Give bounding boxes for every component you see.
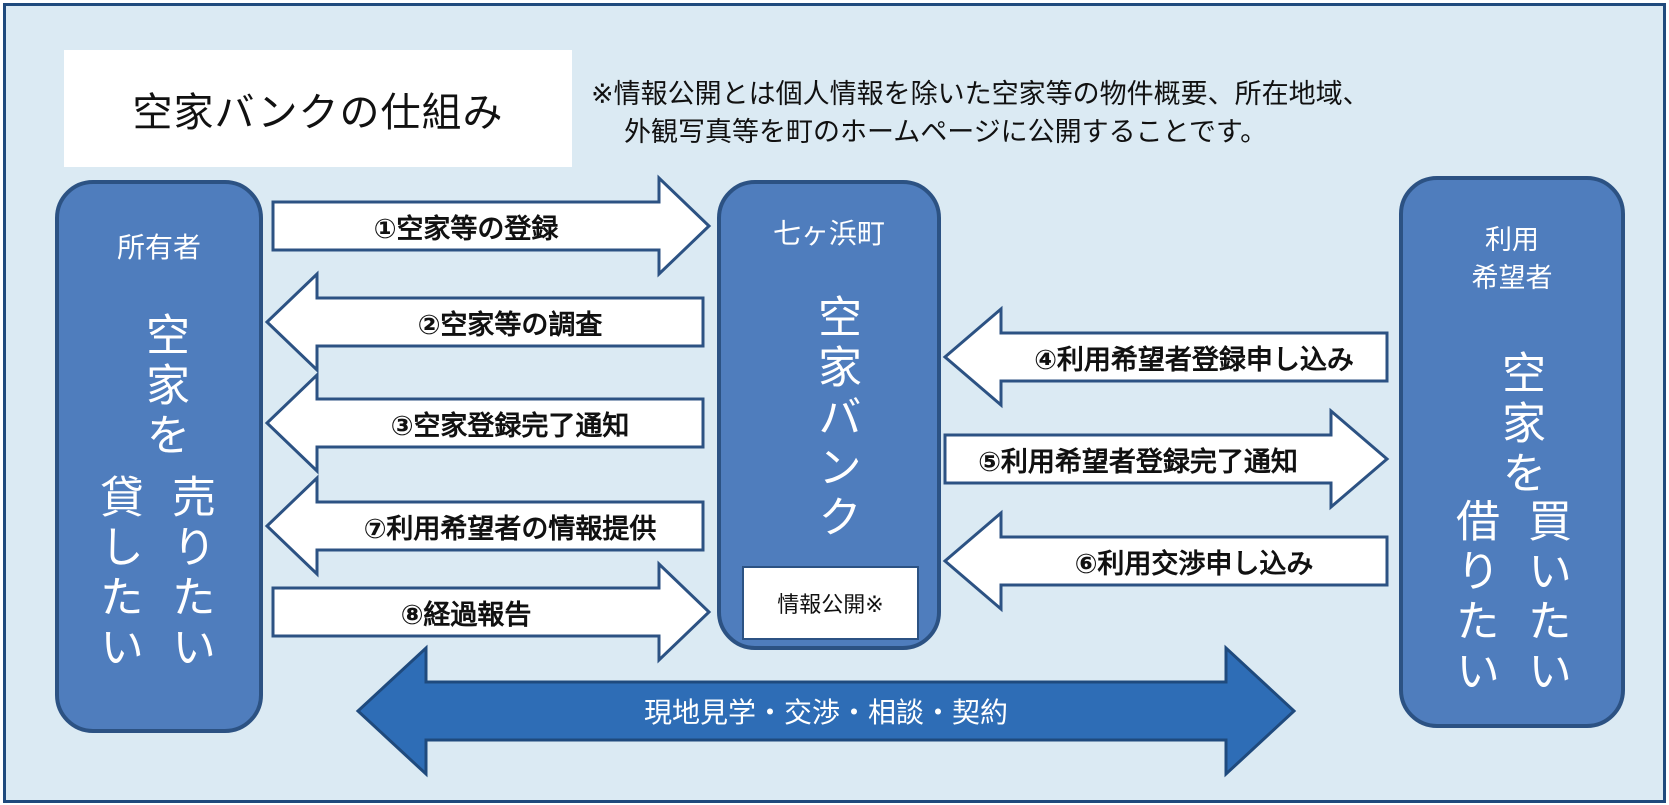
user-buy-text: 買いたい xyxy=(1520,498,1571,698)
disclosure-note: ※情報公開とは個人情報を除いた空家等の物件概要、所在地域、 外観写真等を町のホー… xyxy=(591,76,1370,152)
user-main-text: 空家を xyxy=(1494,350,1545,500)
arrow-left-shape-2 xyxy=(264,270,705,374)
user-label: 利用 希望者 xyxy=(1403,222,1621,298)
arrow-right-shape-5 xyxy=(943,407,1390,511)
step-7-arrow: ⑦利用希望者の情報提供 xyxy=(264,474,705,578)
arrow-left-shape-4 xyxy=(942,305,1389,409)
info-disclosure-box: 情報公開※ xyxy=(742,566,919,640)
step-1-label: ①空家等の登録 xyxy=(373,213,559,245)
diagram-canvas: 空家バンクの仕組み ※情報公開とは個人情報を除いた空家等の物件概要、所在地域、 … xyxy=(3,3,1666,803)
negotiation-double-arrow: 現地見学・交渉・相談・契約 xyxy=(355,644,1297,778)
arrow-left-shape-3 xyxy=(264,371,705,475)
town-label: 七ヶ浜町 xyxy=(772,217,885,250)
step-4-label: ④利用希望者登録申し込み xyxy=(1034,344,1354,376)
owner-sell-text: 売りたい xyxy=(164,474,215,674)
step-2-label: ②空家等の調査 xyxy=(417,309,603,341)
arrow-left-shape-6 xyxy=(942,509,1389,613)
diagram-title: 空家バンクの仕組み xyxy=(132,89,504,136)
user-column: 利用 希望者 空家を 買いたい 借りたい xyxy=(1399,176,1625,728)
arrow-left-shape-7 xyxy=(264,474,705,578)
owner-main-text: 空家を xyxy=(138,312,189,462)
note-line-1: ※情報公開とは個人情報を除いた空家等の物件概要、所在地域、 xyxy=(591,79,1370,110)
step-3-label: ③空家登録完了通知 xyxy=(390,410,630,442)
step-6-label: ⑥利用交渉申し込み xyxy=(1074,548,1314,580)
step-3-arrow: ③空家登録完了通知 xyxy=(264,371,705,475)
owner-column: 所有者 空家を 売りたい 貸したい xyxy=(55,180,263,733)
step-6-arrow: ⑥利用交渉申し込み xyxy=(942,509,1389,613)
owner-label: 所有者 xyxy=(116,231,201,264)
step-8-label: ⑧経過報告 xyxy=(400,599,532,631)
step-2-arrow: ②空家等の調査 xyxy=(264,270,705,374)
double-arrow-shape xyxy=(355,644,1297,778)
bank-main-text: 空家バンク xyxy=(810,294,861,544)
step-4-arrow: ④利用希望者登録申し込み xyxy=(942,305,1389,409)
arrow-right-shape-8 xyxy=(271,560,712,664)
step-5-arrow: ⑤利用希望者登録完了通知 xyxy=(943,407,1390,511)
user-label-line2: 希望者 xyxy=(1471,263,1553,294)
user-label-line1: 利用 xyxy=(1485,225,1539,256)
step-1-arrow: ①空家等の登録 xyxy=(271,174,712,278)
negotiation-label: 現地見学・交渉・相談・契約 xyxy=(643,696,1008,729)
step-7-label: ⑦利用希望者の情報提供 xyxy=(363,513,657,545)
step-5-label: ⑤利用希望者登録完了通知 xyxy=(978,446,1298,478)
title-box: 空家バンクの仕組み xyxy=(64,50,572,167)
info-disclosure-label: 情報公開※ xyxy=(777,593,884,618)
note-line-2: 外観写真等を町のホームページに公開することです。 xyxy=(624,117,1268,148)
step-8-arrow: ⑧経過報告 xyxy=(271,560,712,664)
arrow-right-shape-1 xyxy=(271,174,712,278)
user-rent-text: 借りたい xyxy=(1448,498,1499,698)
owner-lend-text: 貸したい xyxy=(92,474,143,674)
town-bank-column: 七ヶ浜町 空家バンク 情報公開※ xyxy=(717,180,941,650)
